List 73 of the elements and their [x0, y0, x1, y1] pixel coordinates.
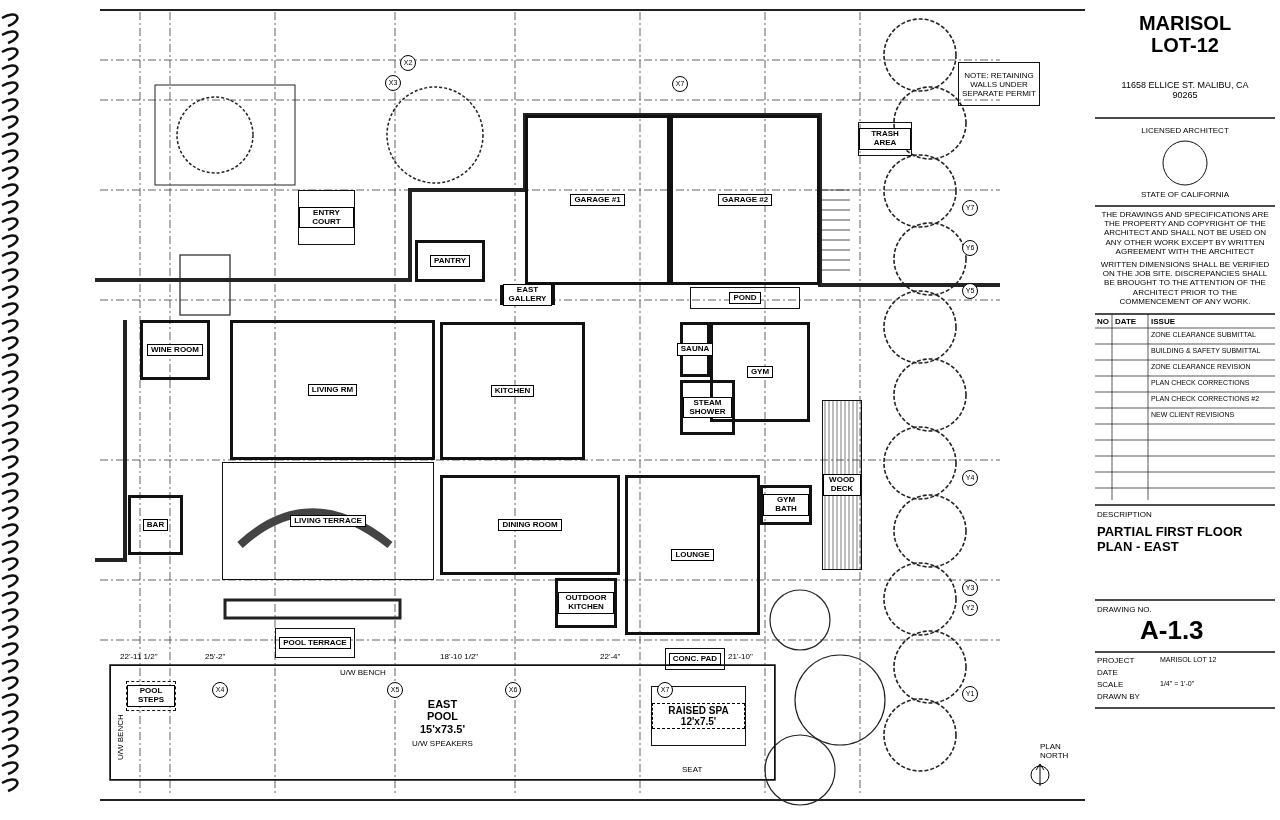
room-label: SAUNA: [676, 343, 714, 356]
room-label: WINE ROOM: [147, 343, 203, 357]
stamp-text: STATE OF CALIFORNIA: [1139, 190, 1231, 200]
dimension-text: 22'-4": [600, 652, 622, 662]
sheet-title: MARISOL LOT-12: [1137, 12, 1233, 56]
sheet-number: A-1.3: [1140, 616, 1205, 646]
room-label: POND: [729, 291, 761, 305]
room-outline: [680, 322, 710, 377]
room-outline: [298, 190, 355, 245]
room-outline: [555, 578, 617, 628]
room-label: STEAM SHOWER: [683, 396, 732, 419]
pool-outline: [110, 665, 775, 780]
north-arrow-label: PLAN NORTH: [1040, 742, 1070, 761]
room-outline: [230, 320, 435, 460]
note-text: WRITTEN DIMENSIONS SHALL BE VERIFIED ON THE JOB SITE. DISCREPANCIES SHALL BE BROUGHT TO THE ATTENTION OF THE ARCHITECT PRIOR TO THE COMMENCEMENT OF ANY WORK.: [1099, 260, 1271, 306]
room-outline: [275, 628, 355, 658]
room-label: EAST GALLERY: [503, 284, 552, 306]
spa-outline: [651, 686, 746, 746]
room-outline: [415, 240, 485, 282]
note-text: NOTE: RETAINING WALLS UNDER SEPARATE PERMIT: [961, 70, 1037, 98]
room-outline: [525, 115, 670, 285]
room-label: U/W SPEAKERS: [412, 738, 473, 748]
table-header: NO: [1097, 317, 1110, 327]
room-label: GYM: [746, 365, 774, 379]
room-outline: [680, 380, 735, 435]
dimension-text: 18'-10 1/2": [440, 652, 480, 662]
field-caption: PROJECT: [1097, 656, 1136, 666]
field-caption: DESCRIPTION: [1097, 510, 1153, 520]
room-label: RAISED SPA 12'x7.5': [652, 703, 745, 729]
dimension-text: 21'-10": [728, 652, 754, 662]
room-label: DINING ROOM: [498, 518, 562, 532]
room-label: TRASH AREA: [859, 128, 911, 150]
room-label: CONC. PAD: [668, 652, 722, 666]
note-text: THE DRAWINGS AND SPECIFICATIONS ARE THE PROPERTY AND COPYRIGHT OF THE ARCHITECT AND SHALL NOT BE USED ON ANY OTHER WORK EXCEPT BY WRITTEN AGREEMENT WITH THE ARCHITECT: [1100, 210, 1270, 256]
room-label: POOL STEPS: [127, 685, 175, 707]
field-caption: DRAWN BY: [1097, 692, 1141, 702]
room-label: ENTRY COURT: [299, 206, 354, 229]
note-box: [958, 62, 1040, 106]
room-outline: [128, 495, 183, 555]
room-outline: [625, 475, 760, 635]
room-outline: [858, 122, 912, 156]
room-outline: [440, 322, 585, 460]
room-label: BAR: [142, 518, 169, 532]
room-label: GARAGE #1: [570, 193, 625, 207]
room-label: LIVING RM: [307, 383, 358, 397]
dimension-text: 22'-11 1/2": [120, 652, 159, 662]
field-caption: DATE: [1097, 668, 1119, 678]
room-outline: [140, 320, 210, 380]
field-caption: DRAWING NO.: [1097, 605, 1153, 615]
room-outline: [670, 115, 820, 285]
pool-note: SEAT: [682, 765, 704, 775]
room-label: POOL TERRACE: [279, 636, 351, 650]
room-outline: [690, 287, 800, 309]
pool-note: U/W BENCH: [340, 668, 387, 678]
room-outline: [760, 485, 812, 525]
field-caption: SCALE: [1097, 680, 1125, 690]
room-label: KITCHEN: [490, 384, 535, 398]
dimension-text: 25'-2": [205, 652, 227, 662]
room-label: WOOD DECK: [823, 474, 861, 496]
table-header: DATE: [1115, 317, 1138, 327]
pool-note: U/W BENCH: [116, 713, 126, 760]
room-outline: [440, 475, 620, 575]
room-outline: [222, 462, 434, 580]
room-label: GARAGE #2: [717, 193, 773, 207]
room-label: GYM BATH: [763, 494, 809, 516]
sheet-description: PARTIAL FIRST FLOOR PLAN - EAST: [1097, 525, 1244, 555]
table-header: ISSUE: [1151, 317, 1176, 327]
room-outline: [822, 400, 862, 570]
room-label: OUTDOOR KITCHEN: [558, 592, 614, 614]
room-label: PANTRY: [430, 254, 470, 268]
address-text: 11658 ELLICE ST. MALIBU, CA 90265: [1120, 80, 1250, 101]
stamp-text: LICENSED ARCHITECT: [1140, 126, 1230, 136]
room-label: LOUNGE: [671, 548, 714, 562]
